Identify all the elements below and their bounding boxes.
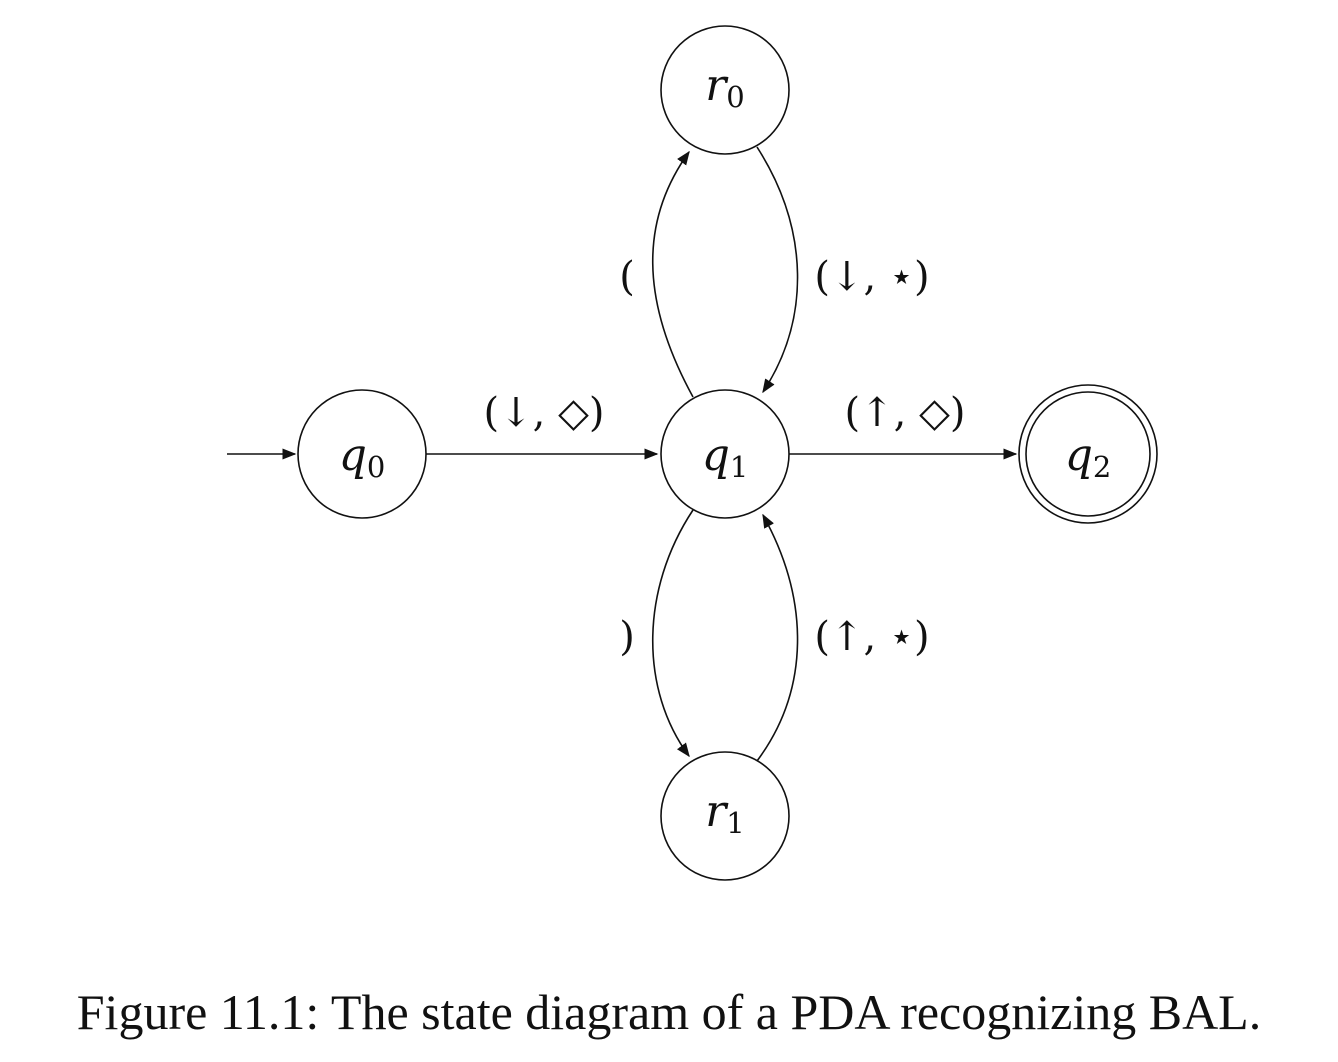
state-q1-sub: 1: [730, 450, 748, 484]
state-r1-sub: 1: [726, 806, 744, 840]
edge-q1-to-r0: [651, 150, 694, 398]
state-r1-base: r: [705, 786, 729, 837]
state-q0-label: q0: [339, 430, 386, 484]
state-r0-circle: [660, 25, 790, 155]
state-r0-sub: 0: [726, 80, 744, 114]
state-r0-base: r: [705, 60, 729, 111]
state-q0-circle: [297, 389, 427, 519]
figure-caption: Figure 11.1: The state diagram of a PDA …: [76, 984, 1262, 1040]
state-r0-label: r0: [705, 60, 745, 114]
edge-label-q1-r1: ): [619, 614, 635, 660]
edge-r0-to-q1: [756, 146, 799, 394]
state-q2-inner-circle: [1025, 391, 1151, 517]
edge-label-r1-q1: (↑, ⋆): [814, 614, 929, 660]
edge-label-q1-q2: (↑, ◇): [845, 390, 966, 436]
state-q1: q1: [660, 389, 790, 519]
state-q1-base: q: [702, 430, 730, 481]
state-q2-label: q2: [1065, 430, 1112, 484]
edge-r1-to-q1: [756, 513, 799, 762]
state-q2-sub: 2: [1093, 450, 1111, 484]
state-r0: r0: [660, 25, 790, 155]
state-r1-label: r1: [705, 786, 745, 840]
state-q0-sub: 0: [367, 450, 385, 484]
state-r1: r1: [660, 751, 790, 881]
edge-q1-to-r1: [651, 509, 694, 758]
state-r1-circle: [660, 751, 790, 881]
state-q1-circle: [660, 389, 790, 519]
edge-label-q1-r0: (: [619, 254, 635, 300]
state-q2-base: q: [1065, 430, 1093, 481]
state-q0: q0: [297, 389, 427, 519]
state-q1-label: q1: [702, 430, 749, 484]
edge-label-r0-q1: (↓, ⋆): [814, 254, 929, 300]
state-q2: q2: [1018, 384, 1158, 524]
state-q0-base: q: [339, 430, 367, 481]
edge-label-q0-q1: (↓, ◇): [484, 390, 605, 436]
